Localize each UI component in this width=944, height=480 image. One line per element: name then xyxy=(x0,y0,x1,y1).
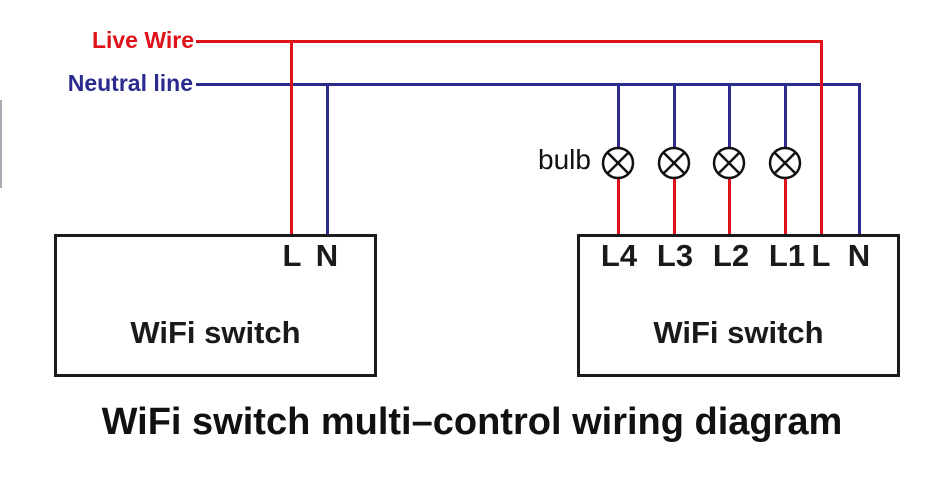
neutral-drop-left-switch xyxy=(326,83,329,234)
right-switch-name: WiFi switch xyxy=(653,315,824,350)
live-drop-left-switch xyxy=(290,40,293,234)
terminal-left-l: L xyxy=(282,238,302,273)
live-wire-label: Live Wire xyxy=(91,27,194,53)
left-switch-name: WiFi switch xyxy=(130,315,301,350)
neutral-drop-bulb-1 xyxy=(617,83,620,148)
diagram-title: WiFi switch multi–control wiring diagram xyxy=(101,401,843,443)
left-wifi-switch-box xyxy=(54,234,377,377)
neutral-drop-bulb-3 xyxy=(728,83,731,148)
terminal-right-l3: L3 xyxy=(656,238,694,273)
neutral-drop-right-switch xyxy=(858,83,861,234)
neutral-drop-bulb-2 xyxy=(673,83,676,148)
switched-live-wire-l4 xyxy=(617,178,620,234)
clipped-edge-artifact xyxy=(0,100,2,188)
terminal-right-n: N xyxy=(847,238,871,273)
bulb-icon xyxy=(768,146,802,180)
switched-live-wire-l1 xyxy=(784,178,787,234)
neutral-bus-wire xyxy=(196,83,860,86)
terminal-right-l2: L2 xyxy=(712,238,750,273)
right-wifi-switch-box xyxy=(577,234,900,377)
live-drop-right-switch xyxy=(820,40,823,234)
neutral-line-label: Neutral line xyxy=(67,70,193,96)
bulb-icon xyxy=(657,146,691,180)
terminal-right-l: L xyxy=(811,238,831,273)
switched-live-wire-l2 xyxy=(728,178,731,234)
bulb-label: bulb xyxy=(538,144,591,175)
terminal-left-n: N xyxy=(315,238,339,273)
terminal-right-l4: L4 xyxy=(600,238,638,273)
live-bus-wire xyxy=(196,40,823,43)
neutral-drop-bulb-4 xyxy=(784,83,787,148)
terminal-right-l1: L1 xyxy=(768,238,806,273)
bulb-icon xyxy=(601,146,635,180)
bulb-icon xyxy=(712,146,746,180)
switched-live-wire-l3 xyxy=(673,178,676,234)
